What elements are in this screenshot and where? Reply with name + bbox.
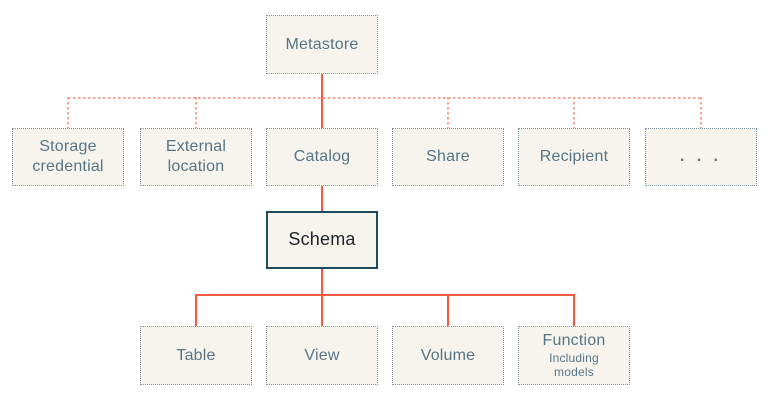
node-metastore-label: Metastore [285,35,359,53]
node-function: Function Including models [518,326,630,385]
node-external-location: External location [140,128,252,186]
node-external-location-label: External location [165,138,227,175]
edge-bus-view [321,294,323,326]
node-function-label: Function [542,332,606,350]
edge-metastore-rail [68,97,701,99]
edge-schema-children-bus [195,294,575,296]
node-volume: Volume [392,326,504,385]
node-table: Table [140,326,252,385]
edge-rail-storage-credential [67,97,69,128]
node-view: View [266,326,378,385]
edge-bus-function [573,294,575,326]
node-metastore: Metastore [266,15,378,74]
node-table-label: Table [176,346,216,364]
edge-metastore-catalog [321,74,323,128]
edge-schema-bus [321,269,323,296]
node-view-label: View [304,346,340,364]
edge-bus-volume [447,294,449,326]
node-schema-label: Schema [288,229,356,250]
node-storage-credential: Storage credential [12,128,124,186]
edge-rail-recipient [573,97,575,128]
node-storage-credential-label: Storage credential [32,138,104,175]
node-share: Share [392,128,504,186]
node-recipient-label: Recipient [539,148,609,166]
edge-rail-ellipsis [700,97,702,128]
edge-rail-share [447,97,449,128]
node-volume-label: Volume [420,346,476,364]
node-ellipsis: . . . [645,128,757,186]
node-share-label: Share [426,148,470,166]
node-recipient: Recipient [518,128,630,186]
node-catalog: Catalog [266,128,378,186]
node-catalog-label: Catalog [293,148,351,166]
node-schema: Schema [266,211,378,269]
node-function-note: Including models [549,350,599,379]
edge-bus-table [195,294,197,326]
node-ellipsis-label: . . . [679,148,723,166]
edge-rail-external-location [195,97,197,128]
edge-catalog-schema [321,186,323,211]
